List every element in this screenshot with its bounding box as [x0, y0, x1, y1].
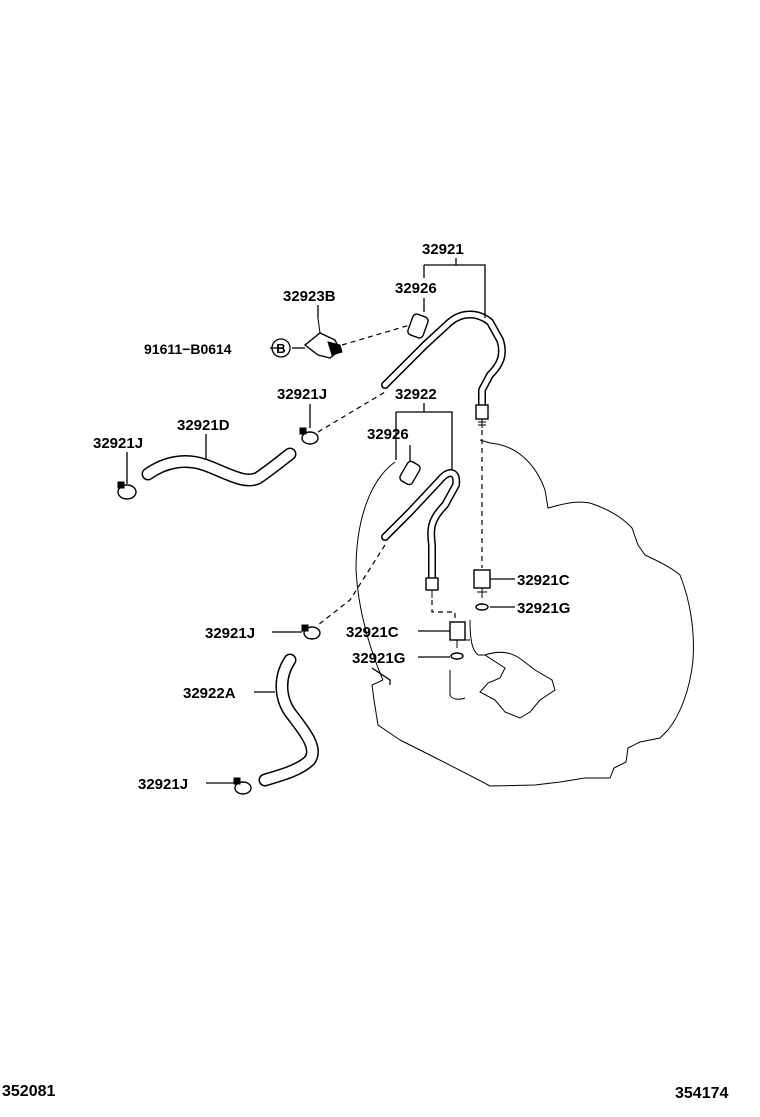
sleeve-32926-top — [407, 313, 429, 339]
label-32921: 32921 — [422, 241, 464, 258]
bracket-32923B — [303, 317, 343, 359]
label-32921C-mid: 32921C — [346, 624, 399, 641]
pipe-32921 — [381, 310, 506, 428]
leader-lines — [126, 258, 515, 784]
label-32921J-a: 32921J — [277, 386, 327, 403]
fitting-32921C-mid — [449, 621, 466, 648]
connection-lines — [317, 324, 483, 626]
label-32923B: 32923B — [283, 288, 336, 305]
gasket-32921G-mid — [450, 652, 464, 660]
label-32921J-c: 32921J — [205, 625, 255, 642]
circle-b-text: B — [276, 341, 285, 356]
circle-b-marker: B — [271, 338, 291, 358]
clamp-32921J-b — [117, 481, 137, 500]
label-32921J-b: 32921J — [93, 435, 143, 452]
hose-32921D — [141, 447, 297, 487]
gasket-32921G-right — [475, 603, 489, 611]
hose-32922A — [258, 653, 319, 787]
label-32922: 32922 — [395, 386, 437, 403]
label-32921J-d: 32921J — [138, 776, 188, 793]
label-32921G-mid: 32921G — [352, 650, 405, 667]
label-91611-B0614: 91611−B0614 — [144, 341, 232, 357]
pipe-32922 — [381, 469, 461, 598]
label-32921D: 32921D — [177, 417, 230, 434]
sleeve-32926-mid — [399, 460, 421, 486]
label-32926-top: 32926 — [395, 280, 437, 297]
footer-left-code: 352081 — [2, 1083, 55, 1100]
label-32921G-right: 32921G — [517, 600, 570, 617]
label-32926-mid: 32926 — [367, 426, 409, 443]
clamp-32921J-a — [299, 427, 319, 445]
label-32922A: 32922A — [183, 685, 236, 702]
clamp-32921J-d — [233, 777, 252, 795]
clamp-32921J-c — [301, 624, 321, 640]
transmission-housing — [355, 439, 694, 787]
footer-right-code: 354174 — [675, 1085, 728, 1102]
fitting-32921C-right — [473, 569, 491, 598]
label-32921C-right: 32921C — [517, 572, 570, 589]
